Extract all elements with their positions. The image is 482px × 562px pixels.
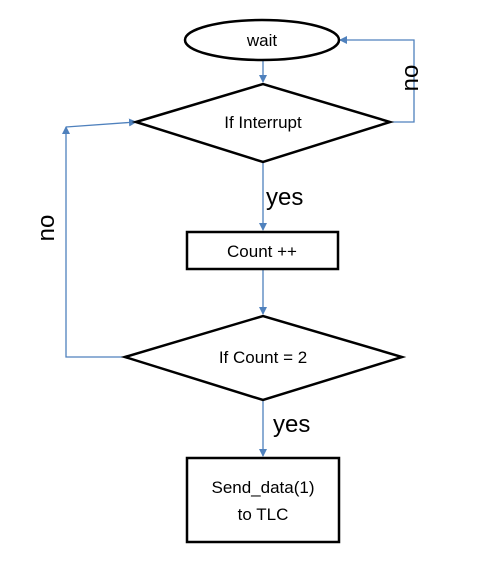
count-increment-box: [185, 230, 340, 271]
count-yes-label: yes: [273, 411, 310, 438]
if-count-label: If Count = 2: [219, 348, 307, 367]
arrow-loop-to-interrupt: [65, 118, 137, 128]
send-data-label-line1: Send_data(1): [211, 478, 314, 497]
count-increment-label: Count ++: [227, 242, 297, 261]
wait-label: wait: [246, 31, 278, 50]
send-data-box: [185, 456, 341, 544]
interrupt-decision: [131, 82, 395, 164]
count-decision: [120, 314, 407, 402]
if-interrupt-label: If Interrupt: [224, 113, 302, 132]
send-data-label-line2: to TLC: [238, 505, 289, 524]
interrupt-yes-label: yes: [266, 184, 303, 211]
arrow-count-no-loop: [62, 126, 125, 358]
arrow-interrupt-no-loop: [339, 36, 415, 123]
wait-oval: [183, 18, 341, 62]
count-no-label: no: [33, 215, 60, 242]
interrupt-no-label: no: [397, 65, 424, 92]
